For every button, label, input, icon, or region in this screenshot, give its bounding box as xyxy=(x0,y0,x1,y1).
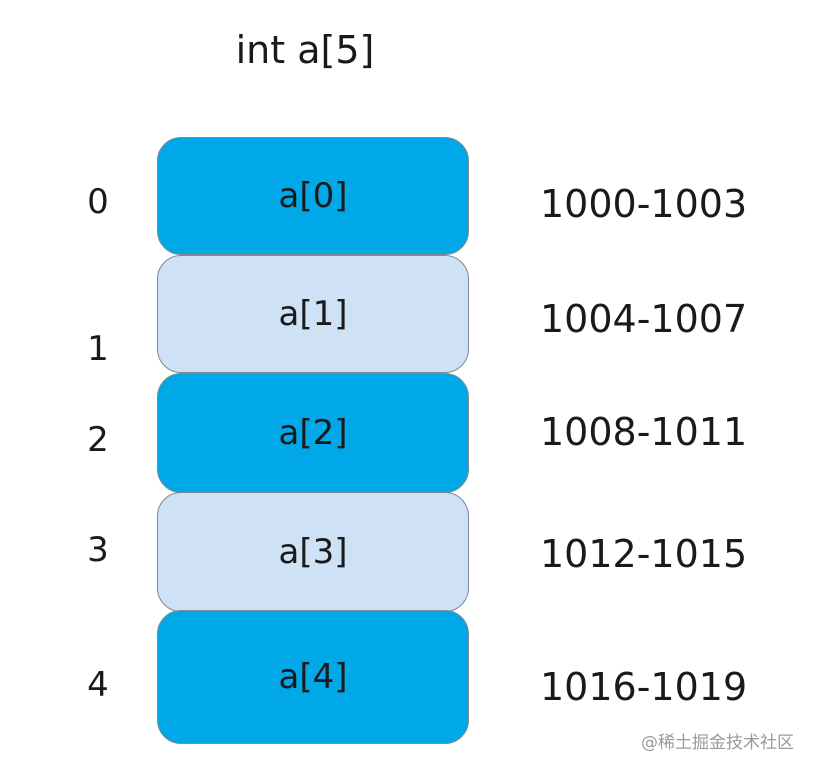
diagram-title: int a[5] xyxy=(235,28,375,72)
array-cell-3: a[3] xyxy=(157,492,469,612)
array-cell-1: a[1] xyxy=(157,255,469,373)
array-cell-4: a[4] xyxy=(157,610,469,744)
address-range-4: 1016-1019 xyxy=(540,665,748,709)
array-index-4: 4 xyxy=(87,665,109,705)
array-index-0: 0 xyxy=(87,182,109,222)
array-cell-2: a[2] xyxy=(157,373,469,493)
watermark: @稀土掘金技术社区 xyxy=(641,733,794,753)
address-range-3: 1012-1015 xyxy=(540,532,748,576)
address-range-2: 1008-1011 xyxy=(540,410,748,454)
address-range-1: 1004-1007 xyxy=(540,297,748,341)
array-cell-0: a[0] xyxy=(157,137,469,255)
array-index-3: 3 xyxy=(87,530,109,570)
array-index-2: 2 xyxy=(87,420,109,460)
array-index-1: 1 xyxy=(87,329,109,369)
address-range-0: 1000-1003 xyxy=(540,182,748,226)
